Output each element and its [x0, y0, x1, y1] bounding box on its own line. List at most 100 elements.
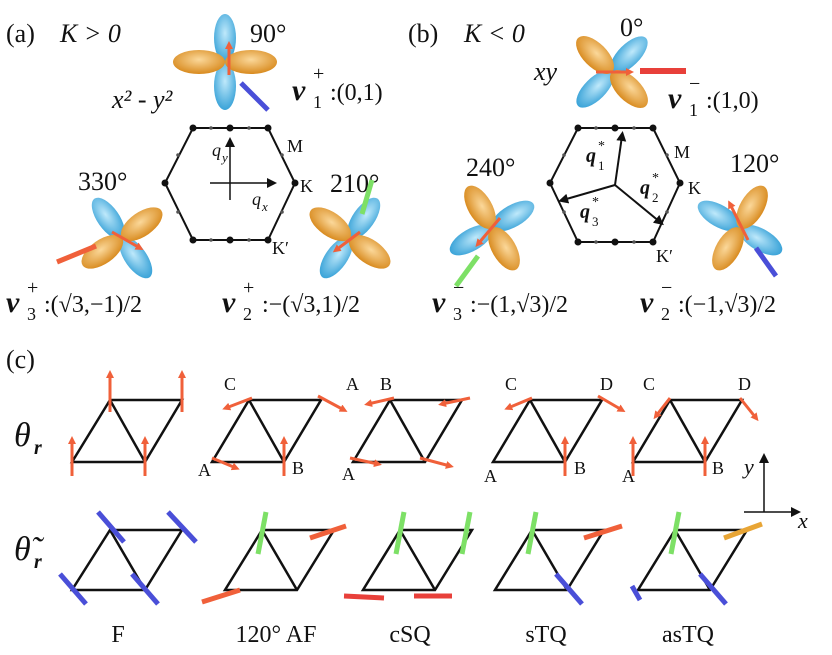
svg-text:q: q [212, 140, 221, 160]
svg-text:B: B [712, 458, 724, 478]
bz-hexagon-b: q 1 * q 2 * q 3 * M K K′ [546, 124, 701, 266]
vec-a-top: v 1 + :(0,1) [292, 63, 383, 112]
svg-text:K: K [300, 176, 313, 196]
svg-text:A: A [484, 466, 497, 486]
column-names: F 120° AF cSQ sTQ asTQ [111, 622, 714, 648]
angle-b-left: 240° [466, 153, 515, 182]
svg-text:3: 3 [592, 214, 599, 229]
svg-text:A: A [342, 464, 355, 484]
svg-text:x: x [797, 508, 808, 533]
orbital-a-right [309, 197, 391, 279]
bar-b-left [453, 254, 481, 288]
panel-a: (a) K > 0 90° x² - y² v 1 + :(0,1) [6, 14, 391, 324]
svg-text:2: 2 [661, 304, 670, 324]
svg-text:r: r [34, 437, 42, 459]
svg-text:+: + [27, 277, 38, 299]
angle-b-right: 120° [730, 149, 779, 178]
svg-text:B: B [574, 458, 586, 478]
row1-spins [68, 370, 759, 476]
arrow-b-left [475, 217, 502, 248]
svg-text:1: 1 [598, 158, 605, 173]
column-name-f: F [111, 622, 124, 648]
orbital-label-b: xy [533, 57, 558, 86]
svg-text:2: 2 [652, 190, 659, 205]
svg-text:θ: θ [14, 417, 31, 454]
row1-lattices [69, 398, 745, 464]
column-name-stq: sTQ [525, 622, 566, 648]
svg-text::(0,1): :(0,1) [330, 80, 383, 106]
panel-c: (c) θ r θ̃ r [6, 345, 808, 648]
svg-text:3: 3 [27, 304, 36, 324]
svg-text:C: C [505, 374, 517, 394]
xy-axes: y x [742, 453, 808, 533]
svg-text:v: v [292, 74, 306, 107]
svg-text:1: 1 [313, 92, 322, 112]
svg-text:M: M [287, 136, 303, 156]
orbital-label-a: x² - y² [111, 85, 174, 114]
svg-text:3: 3 [453, 304, 462, 324]
panel-b-tag: (b) [408, 19, 438, 48]
svg-text:+: + [243, 277, 254, 299]
svg-text:y: y [220, 150, 228, 165]
vec-b-right: v 2 − :(−1,√3)/2 [640, 277, 776, 324]
svg-text::(1,0): :(1,0) [706, 88, 759, 114]
svg-text:A: A [622, 466, 635, 486]
panel-b-condition: K < 0 [463, 19, 525, 48]
svg-text:*: * [652, 171, 659, 186]
panel-b: (b) K < 0 0° xy v 1 − :(1,0) [408, 13, 783, 324]
svg-text:D: D [738, 374, 751, 394]
row1-site-labels: C A A B B A C D A B C D A B [198, 374, 751, 486]
svg-text:+: + [313, 63, 324, 85]
svg-text:A: A [198, 460, 211, 480]
bar-b-right [753, 246, 779, 278]
svg-text::(−1,√3)/2: :(−1,√3)/2 [678, 292, 776, 318]
orbital-b-top [576, 36, 648, 108]
bar-a-top [239, 81, 270, 112]
svg-text:v: v [6, 286, 20, 319]
svg-text:−: − [661, 277, 672, 299]
svg-text:M: M [674, 142, 690, 162]
svg-text:v: v [222, 286, 236, 319]
svg-text:q: q [580, 201, 590, 223]
panel-a-condition: K > 0 [59, 19, 121, 48]
svg-text:A: A [346, 374, 359, 394]
svg-text:v: v [640, 286, 654, 319]
orbital-a-top [173, 14, 277, 110]
bar-a-left [56, 243, 97, 265]
vec-a-left: v 3 + :(√3,−1)/2 [6, 277, 142, 324]
svg-text:v: v [432, 286, 446, 319]
vec-b-top: v 1 − :(1,0) [668, 73, 759, 120]
svg-text:2: 2 [243, 304, 252, 324]
orbital-a-left [81, 197, 163, 279]
svg-text:K′: K′ [656, 246, 673, 266]
svg-text:*: * [592, 195, 599, 210]
arrow-a-left [111, 230, 144, 250]
svg-text:r: r [34, 551, 42, 573]
svg-text:−: − [453, 277, 464, 299]
svg-text:x: x [261, 199, 268, 214]
svg-text:B: B [292, 458, 304, 478]
svg-text:D: D [600, 374, 613, 394]
angle-b-top: 0° [620, 13, 643, 42]
bar-a-right [359, 179, 375, 215]
svg-text:1: 1 [689, 100, 698, 120]
svg-text:q: q [586, 145, 596, 167]
svg-text:K: K [688, 178, 701, 198]
svg-text:C: C [643, 374, 655, 394]
svg-text:y: y [742, 454, 754, 479]
panel-a-tag: (a) [6, 19, 35, 48]
column-name-csq: cSQ [389, 622, 430, 648]
svg-text:q: q [640, 177, 650, 199]
svg-text:−: − [689, 73, 700, 95]
angle-a-top: 90° [250, 19, 286, 48]
row2-label: θ̃ r [14, 531, 45, 573]
orbital-b-left [449, 185, 535, 271]
svg-text:q: q [252, 189, 261, 209]
orbital-b-right [697, 185, 783, 271]
row2-lattices [69, 528, 750, 592]
svg-text::−(1,√3)/2: :−(1,√3)/2 [470, 292, 568, 318]
svg-text:C: C [224, 374, 236, 394]
svg-text::(√3,−1)/2: :(√3,−1)/2 [44, 292, 142, 318]
